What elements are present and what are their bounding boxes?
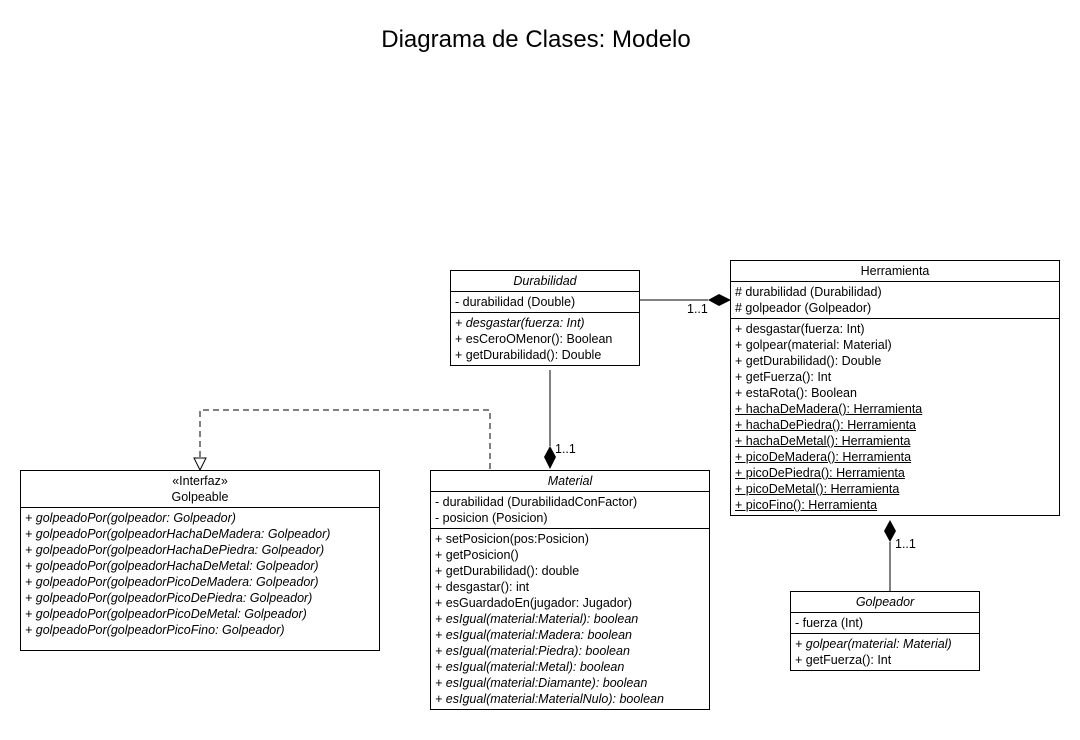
method: + esIgual(material:Diamante): boolean: [435, 676, 648, 690]
attributes-section: - fuerza (Int): [791, 613, 979, 634]
attribute: - fuerza (Int): [795, 616, 864, 630]
composition-diamond-golpeador: [884, 520, 896, 542]
interface-golpeable[interactable]: «Interfaz» Golpeable + golpeadoPor(golpe…: [20, 470, 380, 651]
method: + desgastar(): int: [435, 580, 530, 594]
class-header: «Interfaz» Golpeable: [21, 471, 379, 508]
methods-section: + golpear(material: Material) + getFuerz…: [791, 634, 979, 670]
method: + golpear(material: Material): [795, 637, 952, 651]
attribute: # durabilidad (Durabilidad): [735, 285, 882, 299]
attributes-section: # durabilidad (Durabilidad) # golpeador …: [731, 282, 1059, 319]
realization-line: [199, 409, 491, 469]
static-method: + hachaDeMadera(): Herramienta: [735, 402, 923, 416]
method: + esIgual(material:Metal): boolean: [435, 660, 625, 674]
attribute: # golpeador (Golpeador): [735, 301, 872, 315]
class-golpeador[interactable]: Golpeador - fuerza (Int) + golpear(mater…: [790, 591, 980, 671]
composition-diamond-herramienta: [708, 294, 731, 306]
attributes-section: - durabilidad (Double): [451, 292, 639, 313]
class-material[interactable]: Material - durabilidad (DurabilidadConFa…: [430, 470, 710, 710]
method: + getDurabilidad(): Double: [455, 348, 602, 362]
methods-section: + golpeadoPor(golpeador: Golpeador) + go…: [21, 508, 379, 650]
static-method: + hachaDeMetal(): Herramienta: [735, 434, 911, 448]
method: + golpeadoPor(golpeadorPicoFino: Golpead…: [25, 623, 285, 637]
static-method: + picoFino(): Herramienta: [735, 498, 878, 512]
multiplicity-herramienta-durabilidad: 1..1: [687, 302, 708, 316]
diagram-title: Diagrama de Clases: Modelo: [381, 26, 691, 53]
realization-arrowhead: [193, 457, 207, 472]
method: + esGuardadoEn(jugador: Jugador): [435, 596, 633, 610]
attribute: - durabilidad (Double): [455, 295, 576, 309]
class-name: Golpeador: [791, 592, 979, 613]
method: + esIgual(material:Material): boolean: [435, 612, 639, 626]
methods-section: + desgastar(fuerza: Int) + golpear(mater…: [731, 319, 1059, 515]
method: + estaRota(): Boolean: [735, 386, 857, 400]
method: + getFuerza(): Int: [735, 370, 832, 384]
attribute: - durabilidad (DurabilidadConFactor): [435, 495, 638, 509]
stereotype: «Interfaz»: [172, 474, 228, 488]
class-durabilidad[interactable]: Durabilidad - durabilidad (Double) + des…: [450, 270, 640, 366]
static-method: + picoDeMadera(): Herramienta: [735, 450, 912, 464]
method: + esIgual(material:MaterialNulo): boolea…: [435, 692, 664, 706]
method: + golpeadoPor(golpeador: Golpeador): [25, 511, 236, 525]
method: + golpeadoPor(golpeadorHachaDePiedra: Go…: [25, 543, 325, 557]
multiplicity-herramienta-golpeador: 1..1: [895, 537, 916, 551]
method: + golpeadoPor(golpeadorPicoDePiedra: Gol…: [25, 591, 313, 605]
methods-section: + desgastar(fuerza: Int) + esCeroOMenor(…: [451, 313, 639, 365]
static-method: + hachaDePiedra(): Herramienta: [735, 418, 916, 432]
method: + golpeadoPor(golpeadorPicoDeMadera: Gol…: [25, 575, 319, 589]
class-name: Golpeable: [171, 490, 229, 504]
method: + setPosicion(pos:Posicion): [435, 532, 589, 546]
class-herramienta[interactable]: Herramienta # durabilidad (Durabilidad) …: [730, 260, 1060, 516]
methods-section: + setPosicion(pos:Posicion) + getPosicio…: [431, 529, 709, 709]
static-method: + picoDeMetal(): Herramienta: [735, 482, 900, 496]
method: + desgastar(fuerza: Int): [455, 316, 585, 330]
static-method: + picoDePiedra(): Herramienta: [735, 466, 905, 480]
method: + golpeadoPor(golpeadorHachaDeMadera: Go…: [25, 527, 331, 541]
method: + getPosicion(): [435, 548, 519, 562]
attribute: - posicion (Posicion): [435, 511, 548, 525]
method: + getDurabilidad(): double: [435, 564, 580, 578]
class-name: Material: [431, 471, 709, 492]
method: + esIgual(material:Madera: boolean: [435, 628, 632, 642]
method: + getDurabilidad(): Double: [735, 354, 882, 368]
method: + golpear(material: Material): [735, 338, 892, 352]
attributes-section: - durabilidad (DurabilidadConFactor) - p…: [431, 492, 709, 529]
method: + golpeadoPor(golpeadorHachaDeMetal: Gol…: [25, 559, 319, 573]
class-name: Herramienta: [731, 261, 1059, 282]
composition-diamond-material: [544, 446, 556, 469]
multiplicity-material-durabilidad: 1..1: [555, 442, 576, 456]
method: + golpeadoPor(golpeadorPicoDeMetal: Golp…: [25, 607, 307, 621]
method: + getFuerza(): Int: [795, 653, 892, 667]
method: + esIgual(material:Piedra): boolean: [435, 644, 630, 658]
method: + esCeroOMenor(): Boolean: [455, 332, 613, 346]
class-name: Durabilidad: [451, 271, 639, 292]
method: + desgastar(fuerza: Int): [735, 322, 865, 336]
